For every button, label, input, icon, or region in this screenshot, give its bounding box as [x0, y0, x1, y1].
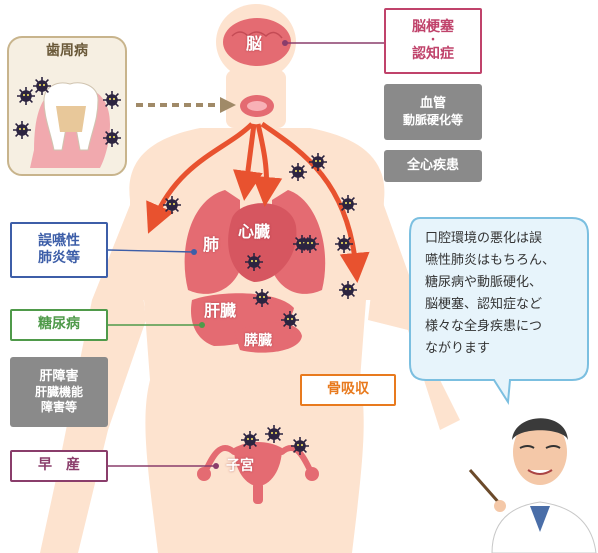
- doctor-illustration: [468, 418, 597, 553]
- liver-disorder-line3: 障害等: [40, 400, 77, 415]
- speech-bubble-text: 口腔環境の悪化は誤 嚥性肺炎はもちろん、 糖尿病や動脈硬化、 脳梗塞、認知症など…: [425, 228, 577, 360]
- pancreas-label: 膵臓: [244, 333, 272, 349]
- tooth-illustration: [30, 82, 110, 168]
- stroke-dementia-box: 脳梗塞 ・ 認知症: [384, 8, 482, 74]
- stroke-dot: ・: [428, 35, 438, 46]
- stroke-line2: 認知症: [412, 46, 454, 62]
- liver-disorder-box: 肝障害 肝臓機能 障害等: [10, 357, 108, 427]
- left-lung-organ: [184, 190, 240, 294]
- diabetes-box: 糖尿病: [10, 309, 108, 341]
- liver-disorder-line2: 肝臓機能: [34, 385, 83, 400]
- bone-resorption-box: 骨吸収: [300, 374, 396, 406]
- stroke-line1: 脳梗塞: [412, 18, 454, 35]
- liver-label: 肝臓: [204, 301, 237, 320]
- vascular-line2: 動脈硬化等: [402, 112, 463, 127]
- uterus-label: 子宮: [226, 458, 254, 474]
- cardiac-box: 全心疾患: [384, 150, 482, 182]
- connector-lines: [107, 42, 384, 467]
- lung-label: 肺: [203, 235, 220, 254]
- heart-label: 心臓: [238, 222, 271, 241]
- connector-dots: [191, 40, 288, 469]
- bubble-line-4: 脳梗塞、認知症など: [425, 297, 543, 312]
- brain-label: 脳: [246, 34, 263, 53]
- periodontal-title: 歯周病: [46, 43, 88, 60]
- speech-bubble: [409, 217, 589, 406]
- pneumonia-line1: 誤嚥性: [38, 232, 80, 249]
- bubble-line-3: 糖尿病や動脈硬化、: [425, 275, 543, 290]
- pneumonia-line2: 肺炎等: [38, 250, 80, 266]
- uterus-organ: [197, 442, 319, 504]
- bubble-line-1: 口腔環境の悪化は誤: [425, 231, 543, 246]
- bubble-line-2: 嚥性肺炎はもちろん、: [425, 253, 556, 268]
- bubble-line-6: ながります: [425, 341, 491, 356]
- bubble-line-5: 様々な全身疾患につ: [425, 319, 543, 334]
- pancreas-organ: [234, 322, 302, 353]
- premature-birth-box: 早 産: [10, 450, 108, 482]
- spread-arrows: [146, 121, 370, 283]
- vascular-line1: 血管: [419, 96, 446, 112]
- brain-organ: [223, 18, 291, 66]
- liver-disorder-line1: 肝障害: [39, 368, 79, 384]
- vascular-box: 血管 動脈硬化等: [384, 84, 482, 140]
- pneumonia-box: 誤嚥性 肺炎等: [10, 222, 108, 278]
